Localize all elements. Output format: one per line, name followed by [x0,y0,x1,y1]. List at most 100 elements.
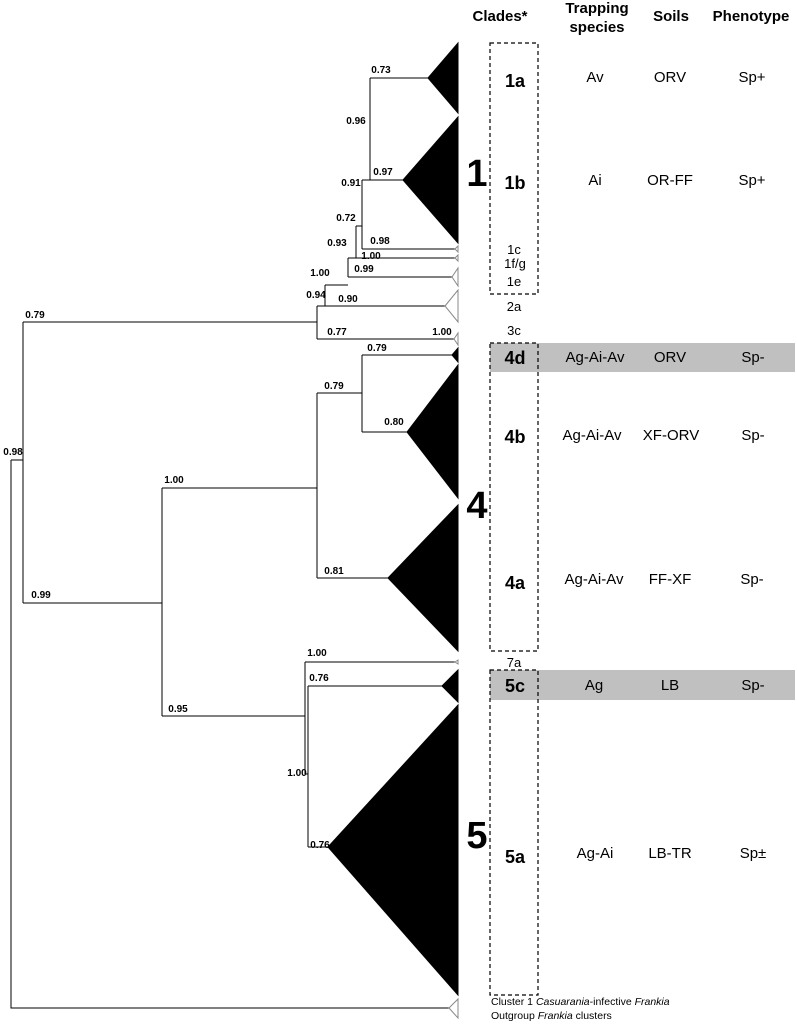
highlight-band-4d [490,343,795,372]
support-value: 0.96 [346,116,366,127]
soils-cell: LB [661,677,679,694]
support-value: 0.79 [367,343,387,354]
trapping-cell: Ai [588,172,601,189]
footnote-line-2: Outgroup Frankia clusters [491,1010,612,1022]
collapsed-clade-4a [387,503,459,653]
minor-clade-label: 3c [507,323,521,338]
collapsed-clade-1a [427,41,459,115]
support-value: 0.79 [25,310,45,321]
soils-column: ORV OR-FF ORV XF-ORV FF-XF LB LB-TR [643,69,699,862]
support-value: 1.00 [287,768,307,779]
support-values: 0.73 0.96 0.97 0.91 0.98 0.72 1.00 0.93 … [3,65,452,851]
collapsed-clades-open [444,244,459,1020]
subclade-label: 1b [504,173,525,193]
subclade-label: 5c [505,676,525,696]
support-value: 0.73 [371,65,391,76]
soils-cell: XF-ORV [643,427,699,444]
collapsed-clade-5a [327,703,459,997]
minor-clade-label: 1f/g [504,256,526,271]
support-value: 0.72 [336,213,356,224]
soils-cell: ORV [654,349,686,366]
footnote-line-1: Cluster 1 Casuarania-infective Frankia [491,996,670,1008]
phenotype-cell: Sp± [740,845,767,862]
trapping-species-column: Av Ai Ag-Ai-Av Ag-Ai-Av Ag-Ai-Av Ag Ag-A… [563,69,625,862]
trapping-cell: Ag-Ai-Av [565,571,624,588]
header-trapping-line1: Trapping [565,0,628,17]
soils-cell: ORV [654,69,686,86]
cluster-number-5: 5 [466,815,487,857]
support-value: 0.98 [370,236,390,247]
subclade-label: 4d [504,348,525,368]
phenotype-cell: Sp- [741,677,764,694]
collapsed-clade-4d [451,346,459,364]
cluster-numbers: 1 4 5 [466,153,487,857]
soils-cell: OR-FF [647,172,693,189]
support-value: 0.99 [31,590,51,601]
minor-clade-labels: 1c 1f/g 1e 2a 3c 7a [504,242,526,670]
subclade-label: 5a [505,847,526,867]
clade-box-1 [489,42,539,295]
minor-clade-label: 2a [507,299,522,314]
subclade-label: 4a [505,573,526,593]
phenotype-cell: Sp- [740,571,763,588]
cluster-number-1: 1 [466,153,487,195]
support-value: 0.80 [384,417,404,428]
support-value: 0.91 [341,178,361,189]
collapsed-clade-5c [441,668,459,704]
support-value: 1.00 [164,475,184,486]
minor-clade-label: 1e [507,274,521,289]
collapsed-clade-4b [406,363,459,500]
header-clades: Clades* [472,8,527,25]
collapsed-clade-1c [454,244,459,254]
support-value: 0.98 [3,447,23,458]
tree-branches [10,77,458,1009]
header-phenotype: Phenotype [713,8,790,25]
support-value: 0.76 [309,673,329,684]
subclade-label: 1a [505,71,526,91]
column-headers: Clades* Trapping species Soils Phenotype [472,0,789,36]
phenotype-cell: Sp+ [738,172,765,189]
support-value: 1.00 [310,268,330,279]
trapping-cell: Av [586,69,604,86]
phenotype-cell: Sp- [741,427,764,444]
trapping-cell: Ag-Ai-Av [566,349,625,366]
phenotype-cell: Sp- [741,349,764,366]
subclade-labels: 1a 1b 4d 4b 4a 5c 5a [504,71,526,867]
support-value: 0.94 [306,290,326,301]
header-soils: Soils [653,8,689,25]
collapsed-clade-1e [451,266,459,288]
collapsed-clade-1fg [454,253,459,263]
support-value: 1.00 [307,648,327,659]
support-value: 0.95 [168,704,188,715]
phenotype-column: Sp+ Sp+ Sp- Sp- Sp- Sp- Sp± [738,69,766,862]
support-value: 1.00 [361,251,381,262]
soils-cell: LB-TR [648,845,692,862]
collapsed-outgroup [448,997,459,1020]
collapsed-clades-filled [327,41,459,997]
trapping-cell: Ag-Ai-Av [563,427,622,444]
support-value: 0.79 [324,381,344,392]
clade-box-5 [489,669,539,996]
subclade-label: 4b [504,427,525,447]
trapping-cell: Ag [585,677,603,694]
highlight-band-5c [490,670,795,700]
header-trapping-line2: species [569,19,624,36]
minor-clade-label: 7a [507,655,522,670]
support-value: 0.81 [324,566,344,577]
support-value: 0.77 [327,327,347,338]
soils-cell: FF-XF [649,571,692,588]
support-value: 1.00 [432,327,452,338]
support-value: 0.97 [373,167,393,178]
cluster-number-4: 4 [466,485,487,527]
support-value: 0.90 [338,294,358,305]
collapsed-clade-1b [402,115,459,245]
minor-clade-label: 1c [507,242,521,257]
trapping-cell: Ag-Ai [577,845,614,862]
support-value: 0.99 [354,264,374,275]
support-value: 0.76 [310,840,330,851]
phenotype-cell: Sp+ [738,69,765,86]
clade-box-4 [489,342,539,652]
support-value: 0.93 [327,238,347,249]
collapsed-clade-3c [453,331,459,347]
